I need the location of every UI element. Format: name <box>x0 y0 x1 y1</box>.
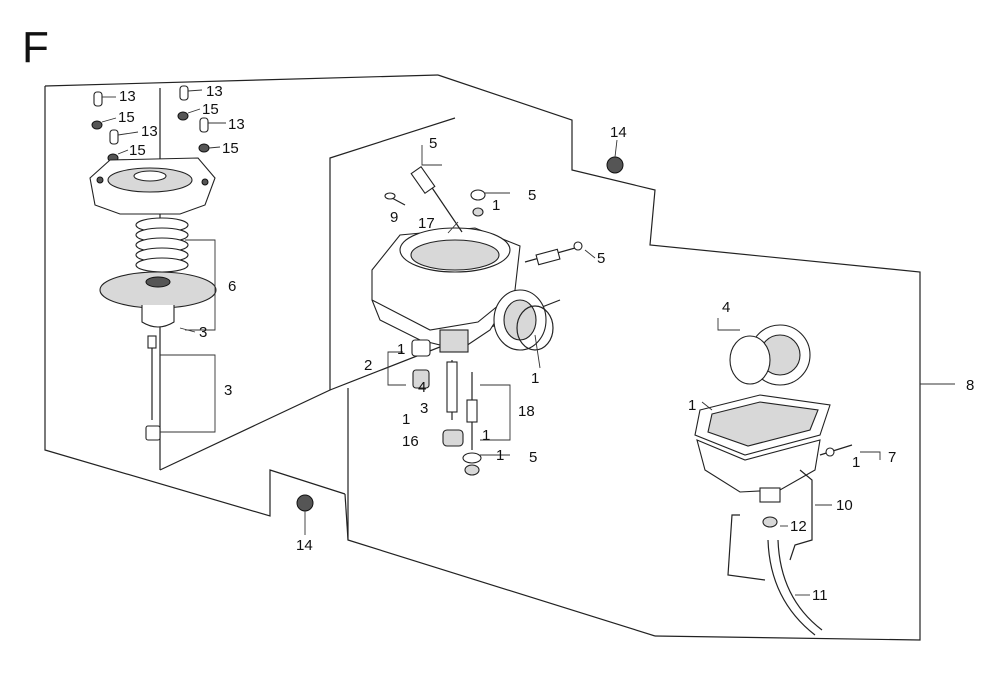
screw-13-b <box>109 129 139 145</box>
callout-12: 12 <box>790 518 807 535</box>
callout-5: 5 <box>429 135 437 152</box>
callout-4: 4 <box>722 299 730 316</box>
overflow-tube <box>727 514 766 581</box>
callout-14: 14 <box>610 124 627 141</box>
callout-3: 3 <box>199 324 207 341</box>
needle-jet-16 <box>442 429 464 447</box>
carburetor-body <box>371 227 521 353</box>
diaphragm-piston <box>99 271 217 328</box>
callout-15: 15 <box>118 109 135 126</box>
nut-14-b <box>296 494 314 535</box>
callout-1: 1 <box>397 341 405 358</box>
callout-1: 1 <box>492 197 500 214</box>
screw-13-d <box>199 117 226 133</box>
callout-4: 4 <box>418 379 426 396</box>
callout-15: 15 <box>129 142 146 159</box>
callout-2: 2 <box>364 357 372 374</box>
callout-8: 8 <box>966 377 974 394</box>
callout-1: 1 <box>496 447 504 464</box>
pilot-screw-9 <box>384 192 406 206</box>
callout-14: 14 <box>296 537 313 554</box>
callout-13: 13 <box>141 123 158 140</box>
callout-1: 1 <box>482 427 490 444</box>
jet-bottom-5 <box>462 452 482 476</box>
callout-13: 13 <box>206 83 223 100</box>
callout-15: 15 <box>222 140 239 157</box>
callout-10: 10 <box>836 497 853 514</box>
section-letter: F <box>22 23 49 72</box>
callout-5: 5 <box>528 187 536 204</box>
intake-port <box>493 289 554 351</box>
diaphragm-cover <box>89 157 216 215</box>
callout-15: 15 <box>202 101 219 118</box>
callout-11: 11 <box>812 587 828 604</box>
callout-labels: 13 15 13 15 13 15 13 15 6 3 3 14 14 5 9 … <box>118 83 974 604</box>
callout-13: 13 <box>228 116 245 133</box>
screw-13-a <box>93 91 116 107</box>
diaphragm-cover-assembly <box>89 85 226 441</box>
callout-3: 3 <box>224 382 232 399</box>
callout-7: 7 <box>888 449 896 466</box>
washer-15-a <box>91 117 117 130</box>
float-bowl-assembly <box>694 318 955 636</box>
callout-17: 17 <box>418 215 435 232</box>
drain-hose-11 <box>767 539 823 636</box>
washer-15-c <box>177 108 201 121</box>
throttle-stop-screw <box>470 189 486 217</box>
vent-tube-10 <box>789 469 813 561</box>
screw-7 <box>819 444 853 457</box>
callout-5: 5 <box>597 250 605 267</box>
callout-5: 5 <box>529 449 537 466</box>
jet-needle <box>145 335 161 441</box>
callout-6: 6 <box>228 278 236 295</box>
choke-cable <box>410 165 463 233</box>
drain-screw-12 <box>762 516 778 528</box>
callout-16: 16 <box>402 433 419 450</box>
callout-3: 3 <box>420 400 428 417</box>
screw-13-c <box>179 85 203 101</box>
callout-13: 13 <box>119 88 136 105</box>
group-outlines <box>44 74 921 641</box>
bowl-gasket <box>694 394 831 456</box>
callout-9: 9 <box>390 209 398 226</box>
callout-1: 1 <box>402 411 410 428</box>
carburetor-body-assembly <box>371 145 596 476</box>
throttle-cable-5 <box>524 241 583 266</box>
main-jet-18 <box>446 360 478 450</box>
callout-18: 18 <box>518 403 535 420</box>
float-bowl <box>696 439 821 503</box>
spring <box>135 217 189 273</box>
callout-1: 1 <box>688 397 696 414</box>
air-filter-element <box>729 324 811 386</box>
drain-plug-2 <box>411 339 431 389</box>
washer-15-d <box>198 143 221 153</box>
callout-1: 1 <box>852 454 860 471</box>
nut-14-a <box>606 139 624 174</box>
callout-1: 1 <box>531 370 539 387</box>
